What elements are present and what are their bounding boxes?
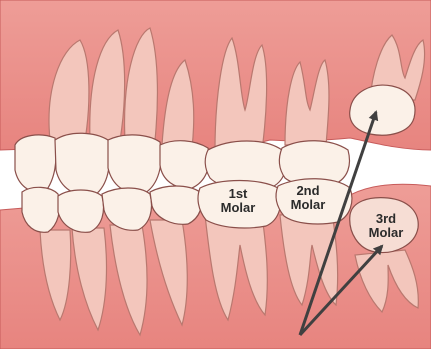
upper-third-molar-crown xyxy=(350,85,415,135)
third-molar-label: 3rd Molar xyxy=(363,212,409,240)
first-molar-label-line1: 1st xyxy=(216,187,260,201)
first-molar-label-line2: Molar xyxy=(216,201,260,215)
second-molar-label-line2: Molar xyxy=(284,198,332,212)
second-molar-label-line1: 2nd xyxy=(284,184,332,198)
third-molar-label-line1: 3rd xyxy=(363,212,409,226)
third-molar-label-line2: Molar xyxy=(363,226,409,240)
first-molar-label: 1st Molar xyxy=(216,187,260,215)
second-molar-label: 2nd Molar xyxy=(284,184,332,212)
